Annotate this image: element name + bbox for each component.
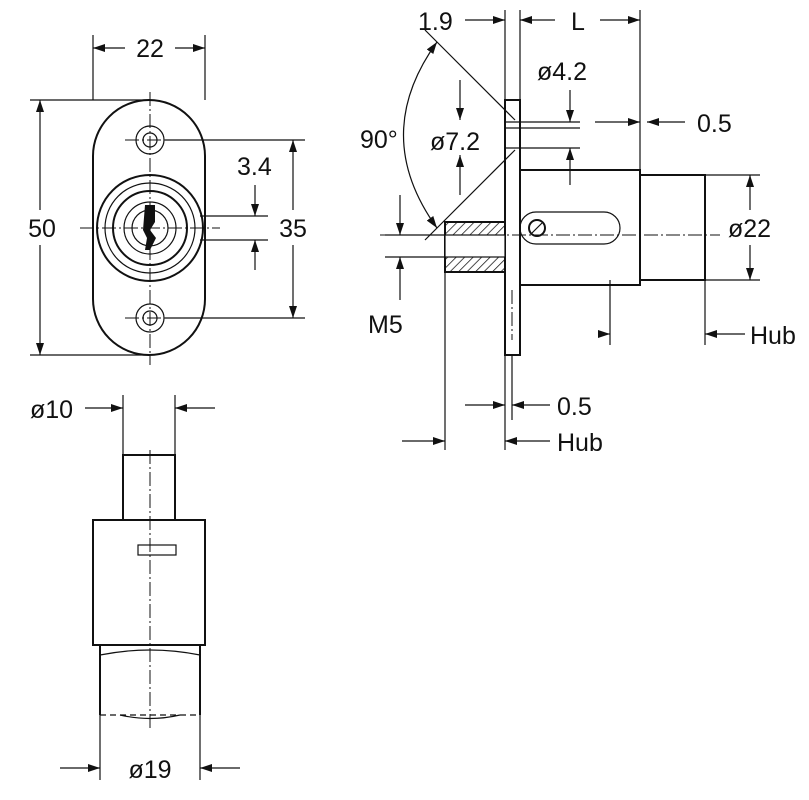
dim-gap-bottom: 0.5 — [557, 393, 592, 421]
body — [92, 519, 206, 646]
side-view: 1.9 L 90° ø7.2 ø4.2 0.5 ø22 M5 — [360, 8, 796, 457]
front-view: 22 50 35 3.4 — [28, 35, 307, 365]
dim-angle: 90° — [360, 126, 398, 154]
dim-hub-bottom: Hub — [557, 429, 603, 457]
dim-thread: M5 — [368, 311, 403, 339]
dim-gap-top: 0.5 — [697, 110, 732, 138]
dim-width: 22 — [136, 35, 164, 63]
dim-length: L — [571, 8, 585, 36]
dim-small-bore: ø4.2 — [537, 58, 587, 86]
dim-body-diameter: ø19 — [128, 756, 171, 784]
dim-pin-diameter: ø10 — [30, 396, 73, 424]
dim-bore: ø7.2 — [430, 128, 480, 156]
pin — [122, 454, 176, 521]
dim-hole-spacing: 35 — [279, 215, 307, 243]
dim-hub-right: Hub — [750, 322, 796, 350]
bottom-view: ø10 ø19 — [30, 395, 240, 784]
dim-diameter: ø22 — [728, 215, 771, 243]
dim-height: 50 — [28, 215, 56, 243]
dim-flange: 1.9 — [418, 8, 453, 36]
hub-cylinder — [639, 174, 706, 281]
slot — [519, 211, 621, 245]
dim-offset: 3.4 — [237, 153, 272, 181]
